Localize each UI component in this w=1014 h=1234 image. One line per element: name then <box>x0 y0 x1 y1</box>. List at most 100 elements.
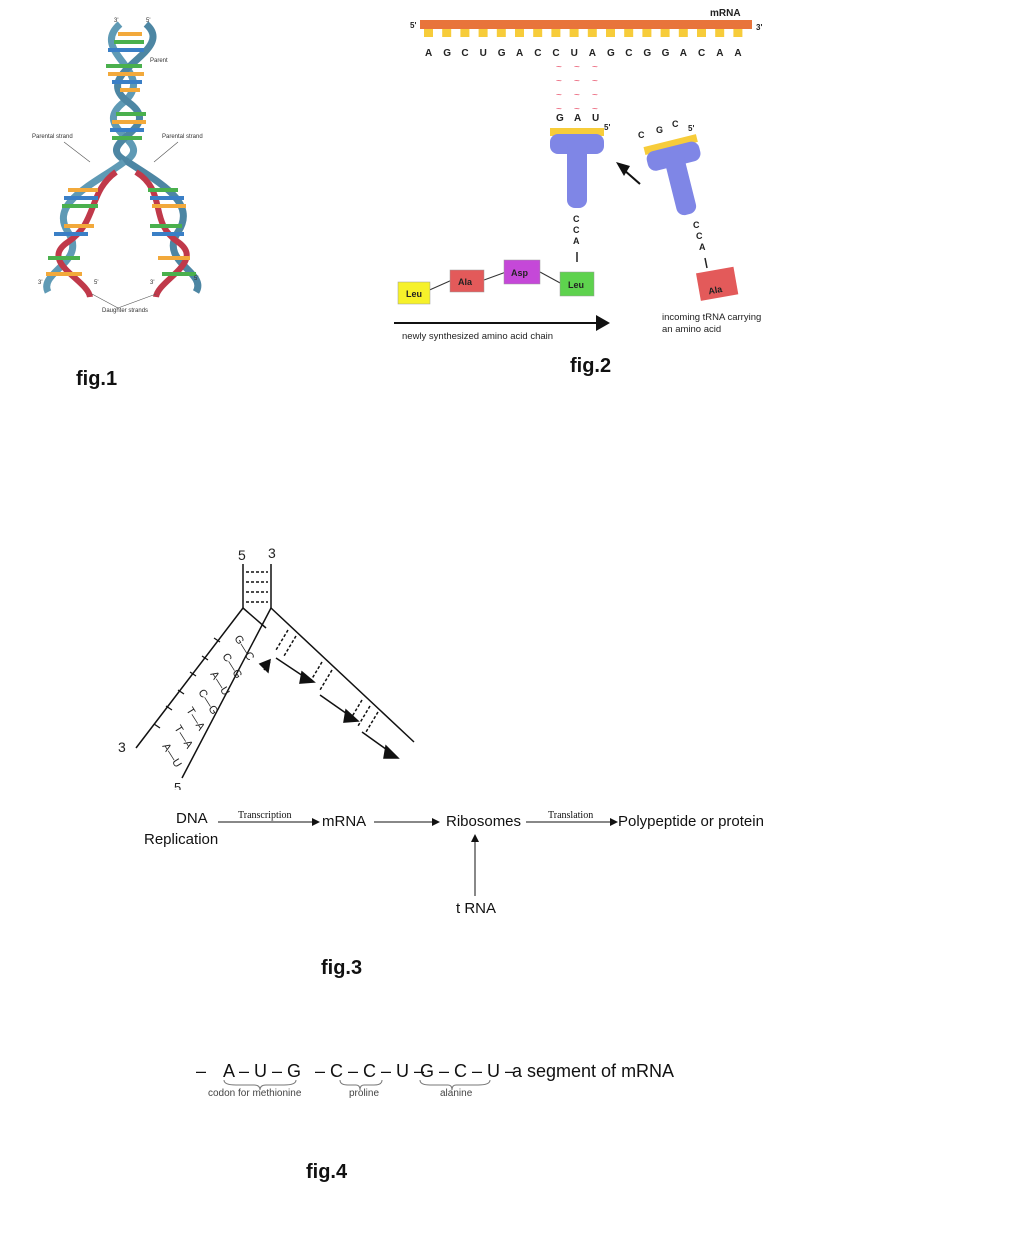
fig1-end-5-top: 5' <box>146 18 150 24</box>
leading-dash: – <box>196 1061 207 1081</box>
flow-ribosomes: Ribosomes <box>446 813 522 830</box>
daughter-base-pairs <box>46 188 196 276</box>
cca-base: C <box>573 225 580 235</box>
mrna-base-tab <box>624 29 634 37</box>
mrna-base-letter: A <box>516 48 523 59</box>
wave-bond: ~ <box>556 104 562 115</box>
mrna-base-letter: A <box>425 48 432 59</box>
fig1-daughter-strands-label: Daughter strands <box>102 308 148 314</box>
incoming-5-end: 5' <box>688 124 694 133</box>
mrna-base-tab <box>697 29 706 37</box>
wave-bond: ~ <box>556 62 562 73</box>
fork-pair-label: T—A <box>183 705 207 733</box>
anticodon-base: G <box>556 113 564 124</box>
flow-mrna: mRNA <box>322 813 367 830</box>
mrna-base-tab <box>478 29 488 37</box>
codon-methionine: A – U – G <box>223 1061 302 1081</box>
mrna-base-letter: G <box>643 48 651 59</box>
flow-dna: DNA <box>176 810 208 827</box>
leader-line <box>117 293 157 309</box>
fig1-parent-label: Parent <box>150 58 168 64</box>
amino-acid-chain: Leu Ala Asp Leu <box>397 259 595 305</box>
incoming-cca-tail: CCA <box>693 220 706 252</box>
label-methionine: codon for methionine <box>208 1088 302 1099</box>
incoming-label-1: incoming tRNA carrying <box>662 312 761 323</box>
flow-replication: Replication <box>144 831 219 848</box>
svg-text:C: C <box>672 119 679 129</box>
trna-attached <box>550 128 604 208</box>
codon-braces <box>223 1079 491 1091</box>
label-proline: proline <box>349 1088 380 1099</box>
mrna-base-tab <box>460 29 470 37</box>
fork-pair-label: A—U <box>207 669 231 698</box>
flow-translation-label: Translation <box>548 810 594 821</box>
wave-bond: ~ <box>574 104 580 115</box>
fig1-parental-strand-right: Parental strand <box>162 134 203 140</box>
mrna-base-tab <box>442 29 452 37</box>
cca-base: C <box>573 214 580 224</box>
fig1-parental-strand-left: Parental strand <box>32 134 73 140</box>
cca-base: C <box>693 220 700 230</box>
fork-ticks <box>153 637 221 729</box>
wave-bond: ~ <box>556 76 562 87</box>
incoming-arrow <box>623 169 641 185</box>
cca-base: A <box>699 242 706 252</box>
mrna-base-letter: C <box>534 48 541 59</box>
cca-tail: CCA <box>573 214 580 246</box>
segment-label: a segment of mRNA <box>512 1061 675 1081</box>
mrna-base-tab <box>733 29 743 37</box>
flow-transcription-label: Transcription <box>238 810 292 821</box>
svg-text:C: C <box>638 130 645 140</box>
fig1-caption: fig.1 <box>76 368 118 390</box>
fig1-end-5-br: 5' <box>194 276 198 282</box>
mrna-base-tab <box>515 29 524 37</box>
right-daughter-strand <box>134 169 190 298</box>
mrna-base-tabs <box>424 29 743 37</box>
fig4-caption: fig.4 <box>306 1161 348 1183</box>
amino-leu-2 <box>559 271 595 297</box>
mrna-to-ribosome-arrow <box>374 818 440 826</box>
mrna-base-letter: G <box>607 48 615 59</box>
mrna-3-end: 3' <box>756 23 762 32</box>
arrowhead-icon <box>596 315 610 331</box>
mrna-base-letter: A <box>680 48 687 59</box>
wave-bond: ~ <box>592 76 598 87</box>
mrna-base-letter: U <box>571 48 578 59</box>
fork-left-5: 5 <box>174 780 181 790</box>
amino-ala <box>449 269 485 293</box>
fig1-end-3-br: 3' <box>150 280 154 286</box>
fig1-end-5-bl: 5' <box>94 280 98 286</box>
wave-bond: ~ <box>592 90 598 101</box>
fig3-replication-fork: 5 3 G—CC—GA—UC—GT—AT—AA—U <box>118 545 415 790</box>
mrna-base-tab <box>642 29 652 37</box>
fork-pair-label: T—A <box>171 723 195 751</box>
mrna-base-tab <box>424 29 433 37</box>
chain-label: newly synthesized amino acid chain <box>402 331 553 342</box>
mrna-base-letter: C <box>625 48 632 59</box>
mrna-base-letter: U <box>480 48 487 59</box>
incoming-label-2: an amino acid <box>662 324 721 335</box>
mrna-base-letter: C <box>698 48 705 59</box>
arrowhead-icon <box>258 658 271 674</box>
svg-text:Leu: Leu <box>568 280 584 290</box>
codon-alanine: G – C – U – <box>420 1061 516 1081</box>
amino-leu-1 <box>397 281 431 305</box>
fork-pair-label: A—U <box>159 741 183 770</box>
hydrogen-bond-waves: ~~~~~~~~~~~~ <box>556 62 598 115</box>
svg-text:Asp: Asp <box>511 268 529 278</box>
svg-text:Leu: Leu <box>406 289 422 299</box>
fig1-dna-replication-diagram: 3' 5' Parent Parental strand Parental st… <box>32 18 203 314</box>
cca-base: A <box>573 236 580 246</box>
anticodon-5-end: 5' <box>604 123 610 132</box>
mrna-base-tab <box>587 29 597 37</box>
wave-bond: ~ <box>574 62 580 73</box>
anticodon-tabs <box>550 128 604 136</box>
svg-text:Ala: Ala <box>458 277 473 287</box>
leader-line <box>63 141 91 163</box>
fig2-caption: fig.2 <box>570 355 612 377</box>
fork-top-3: 3 <box>268 545 276 561</box>
mrna-base-tab <box>660 29 670 37</box>
mrna-base-letter: C <box>552 48 559 59</box>
